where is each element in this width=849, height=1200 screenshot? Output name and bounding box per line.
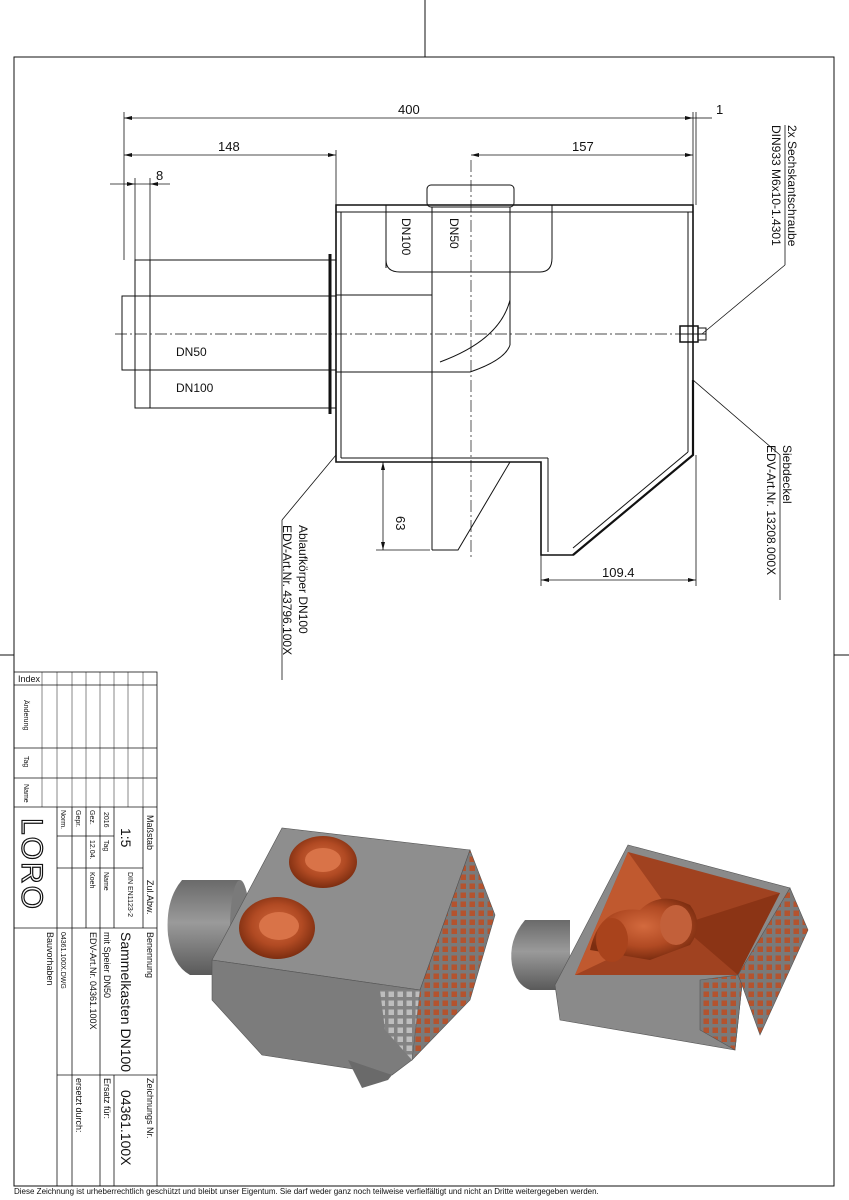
tb-gez-label: Gez. bbox=[88, 810, 95, 825]
callout-screws-line1: 2x Sechskantschraube bbox=[785, 125, 799, 247]
callout-drain-line1: Ablaufkörper DN100 bbox=[296, 525, 310, 634]
tb-zeichnungs-nr: 04361.100X bbox=[118, 1090, 134, 1166]
vertical-pipe-dn50 bbox=[426, 184, 515, 208]
tb-gepr-label: Gepr. bbox=[74, 810, 81, 827]
tb-year: 2016 bbox=[102, 812, 109, 828]
tb-tag-label: Tag bbox=[22, 756, 29, 767]
tb-index-label: Index bbox=[18, 674, 41, 684]
tb-massstab-value: 1:5 bbox=[118, 828, 134, 848]
dim-gap: 1 bbox=[716, 102, 723, 117]
tb-name-col: Name bbox=[102, 872, 109, 891]
tb-benennung-line2: mit Speier DN50 bbox=[102, 932, 112, 998]
label-top-dn50: DN50 bbox=[447, 218, 461, 249]
tb-norm-label: Norm. bbox=[59, 810, 66, 829]
title-block bbox=[13, 671, 158, 1187]
tb-massstab-label: Maßstab bbox=[145, 815, 155, 850]
tb-bauvorhaben-label: Bauvorhaben bbox=[45, 932, 55, 986]
tb-tag-col: Tag bbox=[102, 840, 109, 851]
sieve-cover-edge bbox=[572, 380, 695, 556]
tb-zul-abw-label: Zul.Abw. bbox=[145, 880, 155, 915]
tb-file-name: 04361.100X.DWG bbox=[59, 932, 66, 989]
label-top-dn100: DN100 bbox=[399, 218, 413, 256]
tb-gez-name: Koeh bbox=[88, 872, 95, 888]
tb-aenderung-label: Änderung bbox=[22, 700, 30, 730]
label-inlet-dn100: DN100 bbox=[176, 381, 214, 395]
tb-gez-date: 12.04. bbox=[88, 840, 95, 860]
tb-name-label: Name bbox=[22, 784, 29, 803]
tb-edv-art: EDV-Art.Nr. 04361.100X bbox=[88, 932, 98, 1030]
render-closed-view bbox=[167, 827, 496, 1088]
inlet-pipe-dn50 bbox=[121, 295, 337, 371]
callout-drain-line2: EDV-Art.Nr. 43796.100X bbox=[280, 525, 294, 655]
tb-ersatz-fuer-label: Ersatz für: bbox=[102, 1078, 112, 1119]
dim-outlet-height: 63 bbox=[393, 516, 408, 530]
render-open-view bbox=[511, 844, 809, 1051]
copyright-footer: Diese Zeichnung ist urheberrechtlich ges… bbox=[14, 1187, 599, 1196]
dim-overall-width: 400 bbox=[398, 102, 420, 117]
collar-dn100 bbox=[385, 205, 553, 273]
dim-inlet-offset: 8 bbox=[156, 168, 163, 183]
dim-right-part: 157 bbox=[572, 139, 594, 154]
tb-zul-abw-value: DIN EN1123-2 bbox=[126, 872, 133, 917]
loro-logo: LORO bbox=[15, 818, 48, 911]
callout-sieve-line2: EDV-Art.Nr. 13208.000X bbox=[764, 445, 778, 575]
dim-left-part: 148 bbox=[218, 139, 240, 154]
tb-benennung-label: Benennung bbox=[145, 932, 155, 978]
label-inlet-dn50: DN50 bbox=[176, 345, 207, 359]
tb-benennung-line1: Sammelkasten DN100 bbox=[118, 932, 134, 1072]
dim-sieve-width: 109.4 bbox=[602, 565, 635, 580]
tb-ersetzt-durch-label: ersetzt durch: bbox=[74, 1078, 84, 1133]
callout-sieve-line1: Siebdeckel bbox=[780, 445, 794, 504]
side-view-drawing bbox=[110, 112, 786, 680]
tb-zeichnungs-nr-label: Zeichnungs Nr. bbox=[145, 1078, 155, 1139]
callout-screws-line2: DIN933 M6x10-1.4301 bbox=[769, 125, 783, 246]
housing-outline bbox=[335, 204, 694, 556]
